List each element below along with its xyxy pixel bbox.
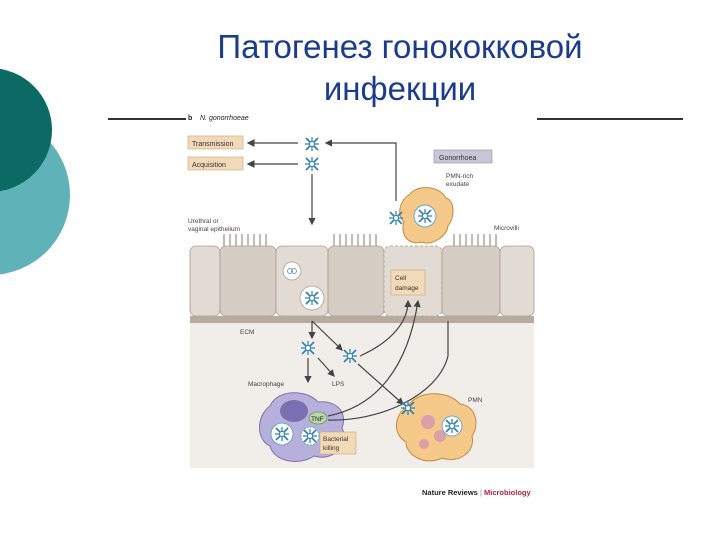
arrow-to-pmn [357, 363, 404, 405]
pmn-rich-label-1: PMN-rich [446, 173, 473, 180]
slide-title: Патогенез гонококковой инфекции [150, 26, 650, 110]
arrow-to-cell-damage [359, 299, 412, 357]
tnf-bubble [308, 411, 328, 425]
gonococcus-icon [388, 210, 404, 226]
bacterial-killing-box [319, 431, 357, 455]
acquisition-box [187, 156, 244, 171]
arrow-exudate-to-transmission [324, 139, 397, 201]
pmn-rich-label-2: exudate [446, 181, 470, 188]
right-rule [537, 118, 683, 120]
credit-section: Microbiology [484, 488, 531, 497]
transmission-box [187, 135, 244, 150]
cell-damage-box [390, 269, 426, 296]
macrophage-nucleus [280, 400, 308, 422]
gonococcus-icon [400, 400, 416, 416]
tnf-label: TNF [311, 416, 324, 423]
ecm-layer [190, 316, 534, 323]
arrow-tnf-to-damage [327, 299, 421, 417]
cell-damage-label-1: Cell [395, 275, 407, 282]
credit-separator: | [479, 488, 482, 497]
gonococcus-icon [304, 290, 320, 306]
title-line-2: инфекции [323, 70, 477, 107]
left-rule [108, 118, 186, 120]
credit-journal: Nature Reviews [422, 488, 478, 497]
lps-label: LPS [332, 381, 345, 388]
acquisition-label: Acquisition [192, 162, 226, 169]
panel-letter: b [188, 115, 192, 122]
gonococcus-icon [302, 428, 318, 444]
title-line-1: Патогенез гонококковой [217, 28, 583, 65]
gonococcus-icon [444, 418, 460, 434]
gonococcus-icon [300, 340, 316, 356]
macrophage-label: Macrophage [248, 381, 285, 388]
transmission-label: Transmission [192, 141, 233, 148]
pmn-lobe [421, 415, 435, 429]
dark-teal-circle [0, 68, 52, 192]
pmn-label: PMN [468, 397, 483, 404]
epithelium-label-2: vaginal epithelium [188, 226, 240, 233]
gonococcus-icon [304, 156, 320, 172]
submucosa [190, 323, 534, 468]
gonococcus-icon [274, 426, 290, 442]
epithelium-label-1: Urethral or [188, 218, 220, 225]
bacterial-killing-label-1: Bacterial [323, 436, 349, 443]
gonorrhoea-box [433, 149, 493, 164]
bacterial-killing-label-2: killing [323, 445, 340, 452]
decorative-circles [0, 68, 70, 275]
figure-credit: Nature Reviews | Microbiology [422, 488, 531, 497]
epithelial-layer [189, 245, 535, 317]
pmn-cell [396, 393, 477, 462]
gonococcus-icon [304, 136, 320, 152]
organism-label: N. gonorrhoeae [200, 115, 249, 122]
ecm-label: ECM [240, 329, 254, 336]
microvilli [223, 234, 497, 246]
gonococcus-icon [417, 208, 433, 224]
gonorrhoea-label: Gonorrhoea [439, 155, 476, 162]
microvilli-label: Microvilli [494, 225, 519, 232]
gonococcus-icon [342, 348, 358, 364]
cell-damage-label-2: damage [395, 285, 419, 292]
pathogenesis-diagram: b N. gonorrhoeae Transmission Acquisitio… [187, 115, 535, 468]
arrow-bacteria-down [311, 320, 343, 351]
